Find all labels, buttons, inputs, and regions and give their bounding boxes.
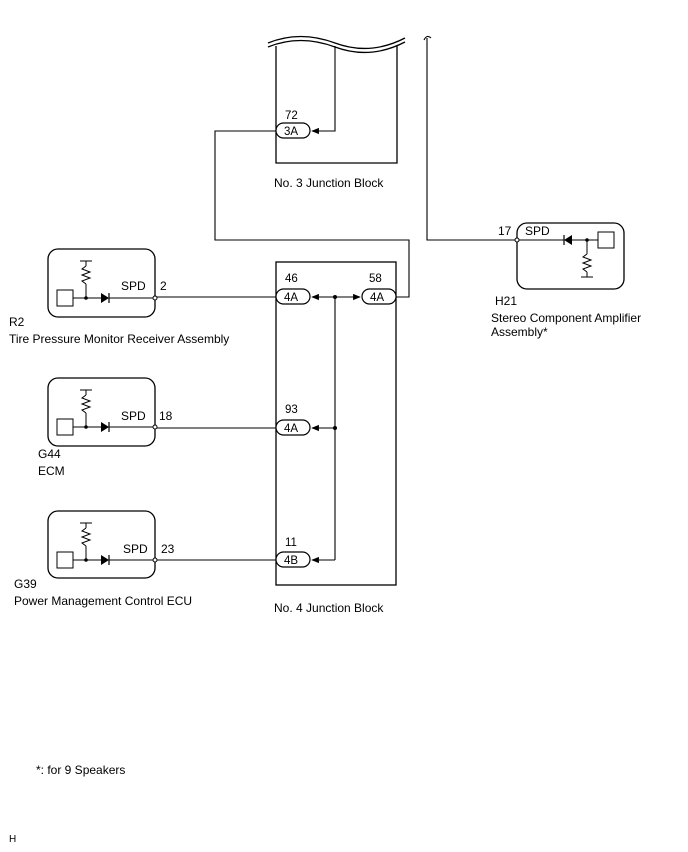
h21-sensor-square [597,231,615,249]
r2-diode-icon [101,293,109,303]
g44-sensor-square [56,418,74,436]
h21-signal-label: SPD [525,224,550,238]
g39-node [84,558,88,562]
jb4-connector-11-label: 4B [284,555,298,567]
junction-block-3: 72 3A No. 3 Junction Block [267,35,406,190]
jb3-connector-label: 3A [284,126,298,138]
g44-signal-label: SPD [121,409,146,423]
jb4-pin-58: 58 [369,273,382,285]
r2-resistor [80,265,92,285]
r2-sensor-square [56,289,74,307]
g44-code: G44 [38,447,61,461]
component-r2: SPD 2 R2 Tire Pressure Monitor Receiver … [9,248,229,346]
jb3-pin-72: 72 [285,110,298,122]
junction-block-4: 46 4A 58 4A 93 4A 11 4B No. 4 Junction B… [274,261,397,615]
r2-node [84,296,88,300]
h21-diode-icon [564,235,572,245]
h21-name-line-1: Stereo Component Amplifier [491,311,641,325]
g44-diode-icon [101,422,109,432]
jb4-connector-93-label: 4A [284,423,298,435]
jb3-break-line [267,35,406,50]
component-g39: SPD 23 G39 Power Management Control ECU [14,510,192,608]
g44-pin-number: 18 [159,409,173,423]
g44-resistor [80,394,92,414]
r2-pin-terminal [152,295,158,301]
h21-code: H21 [495,294,517,308]
jb4-outline [275,261,397,586]
jb4-connector-58-label: 4A [370,292,384,304]
jb4-junction-dot-2 [333,426,337,430]
g39-sensor-square [56,551,74,569]
wire-h21-break-end [423,35,432,41]
wire-jb3-to-jb4 [214,130,410,298]
r2-pin-number: 2 [160,279,167,293]
h21-name-line-2: Assembly* [491,325,548,339]
jb4-connector-46-label: 4A [284,292,298,304]
g44-box [47,377,156,447]
g39-pin-number: 23 [161,542,175,556]
jb4-label: No. 4 Junction Block [274,601,384,615]
g39-name: Power Management Control ECU [14,594,192,608]
jb3-label: No. 3 Junction Block [274,176,384,190]
jb4-pin-46: 46 [285,273,298,285]
footnote: *: for 9 Speakers [36,763,125,777]
component-g44: SPD 18 G44 ECM [38,377,173,478]
r2-code: R2 [9,315,25,329]
corner-mark: H [9,834,16,845]
h21-resistor [581,253,593,273]
jb3-internal-wire [311,46,336,135]
component-h21: 17 SPD H21 Stereo Component Amplifier As… [491,222,641,339]
g39-diode-icon [101,555,109,565]
r2-box [47,248,156,318]
g39-resistor [80,527,92,547]
g44-name: ECM [38,464,65,478]
g44-node [84,425,88,429]
r2-signal-label: SPD [121,279,146,293]
g39-pin-terminal [152,557,158,563]
g39-signal-label: SPD [123,542,148,556]
h21-pin-number: 17 [498,224,512,238]
jb4-connector-58 [361,288,397,305]
r2-name: Tire Pressure Monitor Receiver Assembly [9,332,229,346]
g44-pin-terminal [152,424,158,430]
jb4-pin-11: 11 [285,537,297,549]
jb4-junction-dot-1 [333,295,337,299]
g39-code: G39 [14,577,37,591]
jb3-outline [275,46,398,164]
wire-h21-to-source [426,38,516,241]
h21-pin-terminal [514,237,520,243]
jb4-pin-93: 93 [285,404,298,416]
g39-box [47,510,156,579]
